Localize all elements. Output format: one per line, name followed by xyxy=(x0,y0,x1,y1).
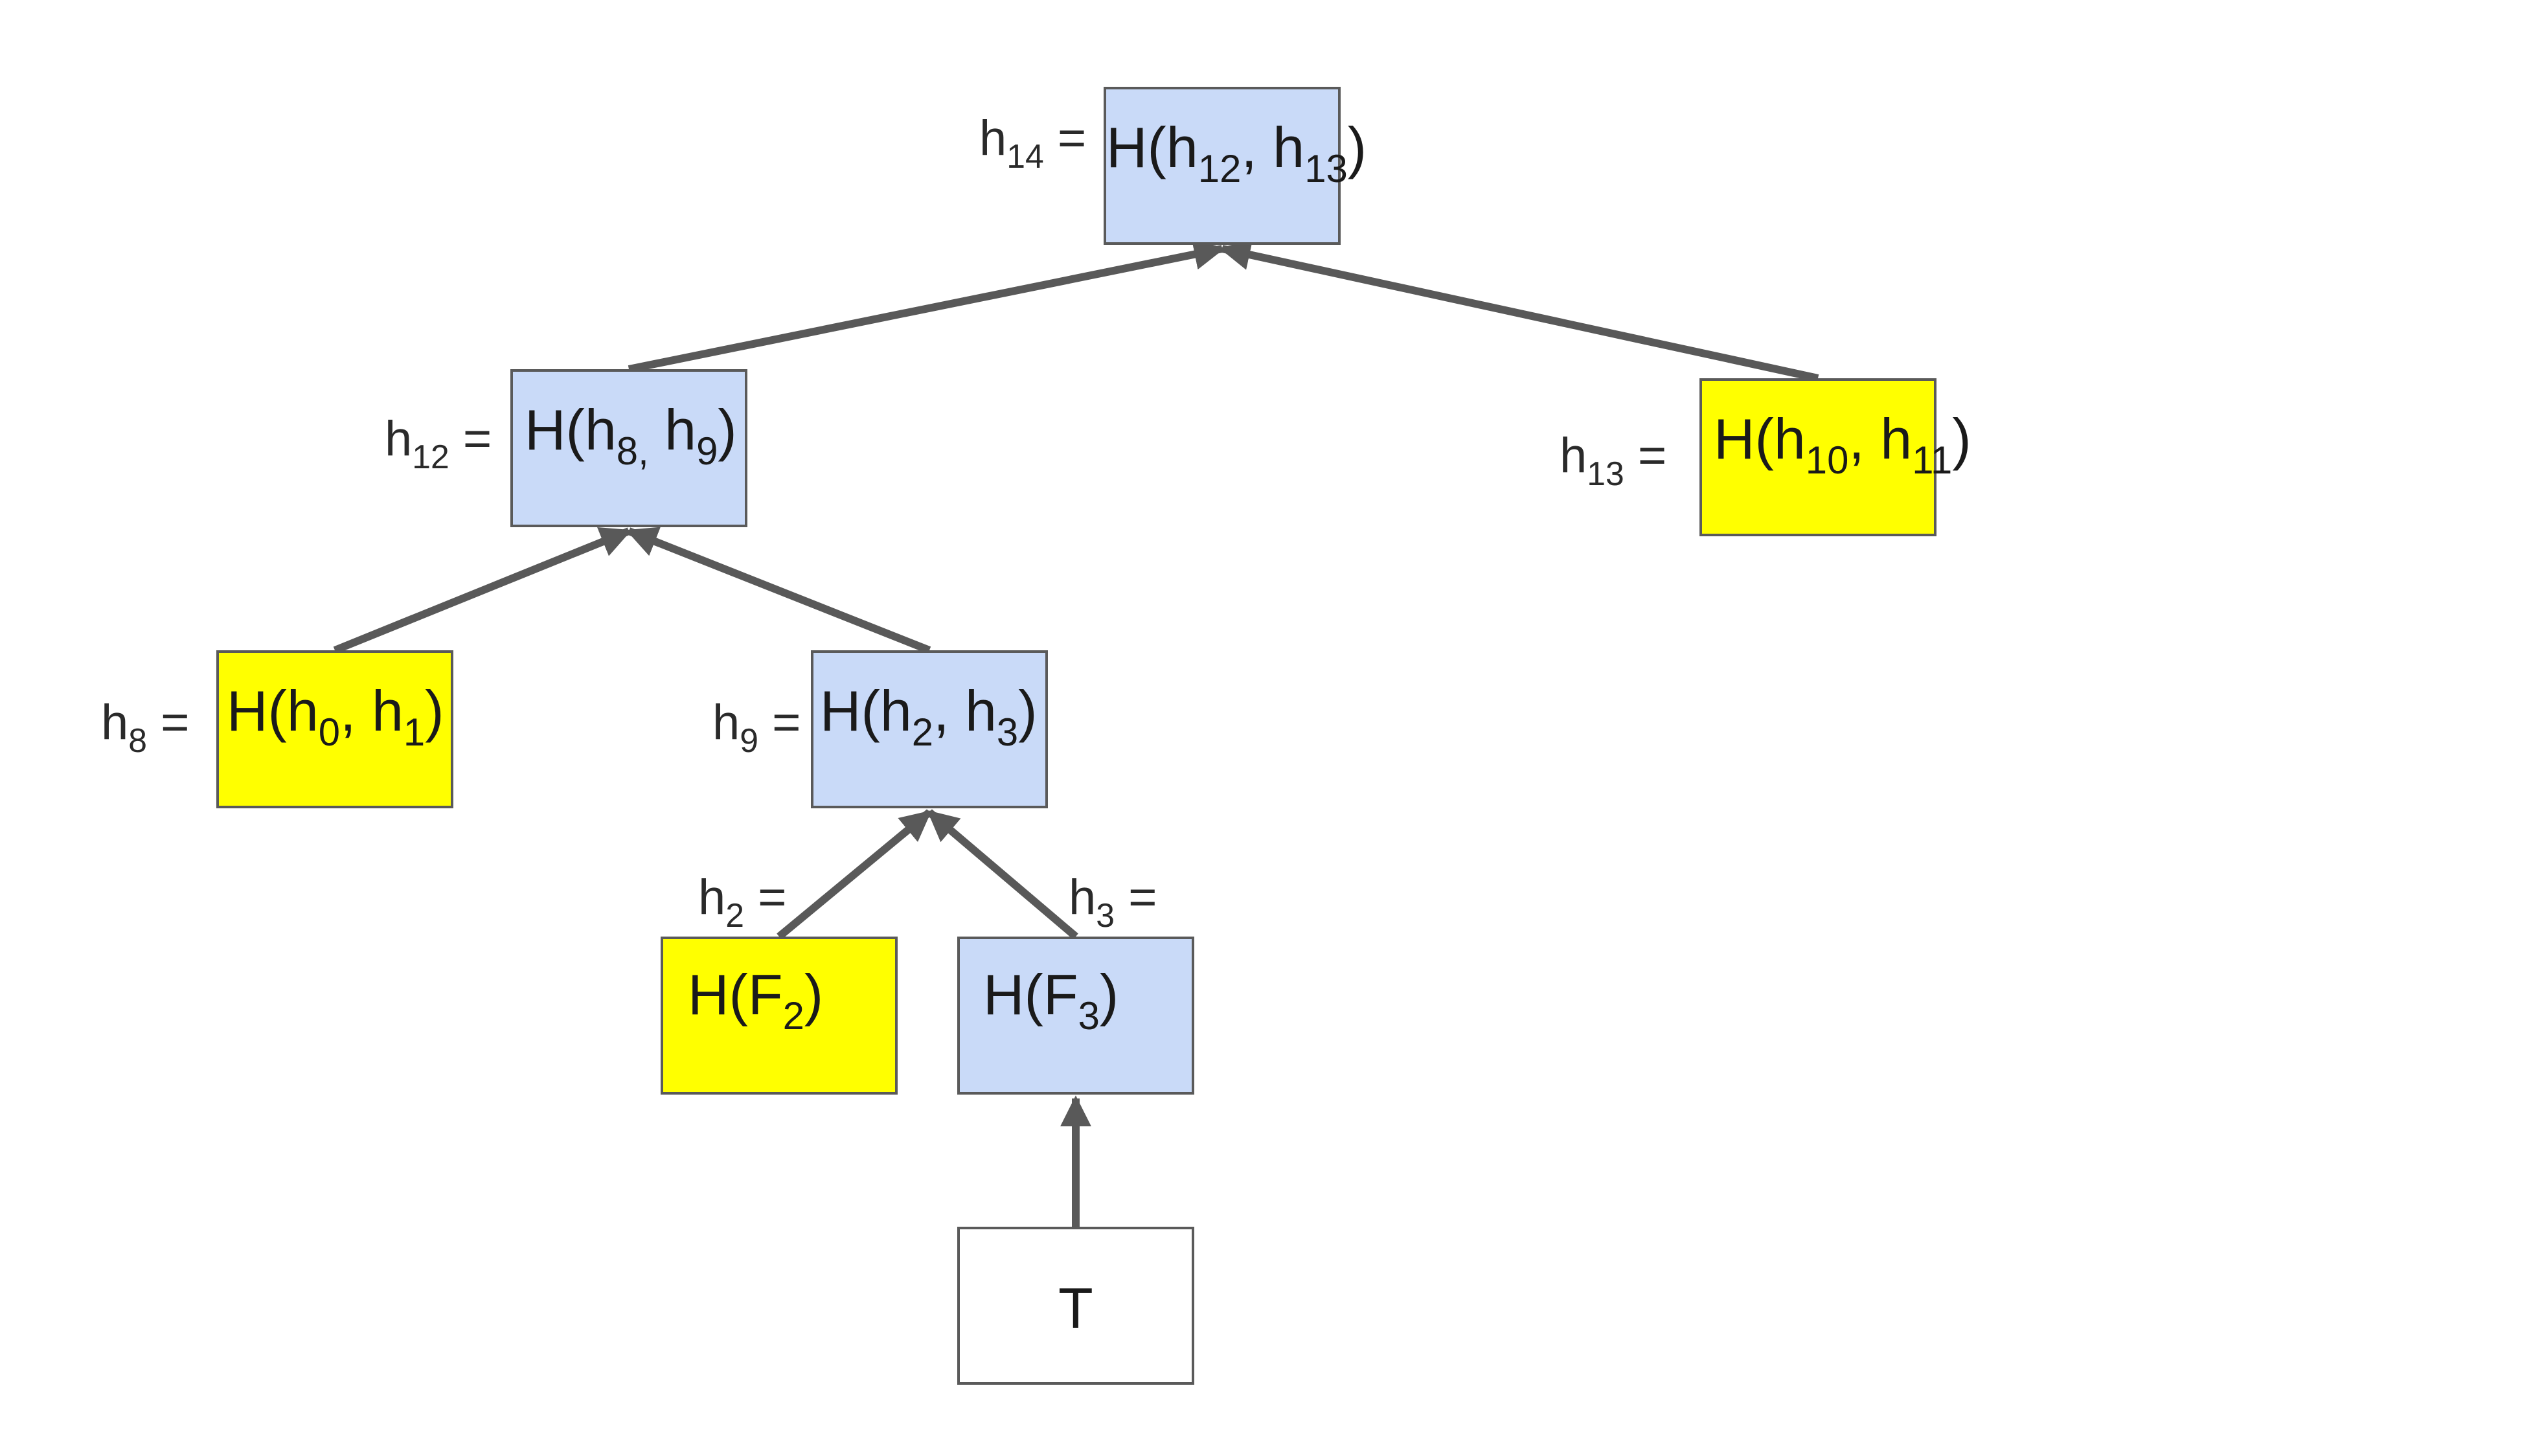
node-text-h14: H(h12, h13) xyxy=(1106,119,1367,188)
text-part: , h xyxy=(933,679,997,743)
label-symbol: h xyxy=(698,870,726,925)
edge-h12-to-h14 xyxy=(628,239,1225,373)
node-text-h8: H(h0, h1) xyxy=(227,683,444,752)
label-equals: = xyxy=(449,411,492,466)
node-text-h9: H(h2, h3) xyxy=(820,683,1038,752)
node-box-T: T xyxy=(957,1227,1194,1385)
text-part: , h xyxy=(1848,407,1913,471)
node-label-h9: h9 = xyxy=(712,695,801,757)
label-equals: = xyxy=(1115,870,1157,925)
text-part: h xyxy=(648,398,697,462)
text-subscript: 13 xyxy=(1304,146,1348,190)
label-subscript: 14 xyxy=(1006,137,1044,175)
text-subscript: 2 xyxy=(782,994,804,1038)
edge-h13-to-h14 xyxy=(1219,239,1819,382)
text-subscript: 12 xyxy=(1198,146,1242,190)
node-box-h9: H(h2, h3) xyxy=(811,650,1048,808)
text-part: ) xyxy=(1347,115,1367,179)
node-text-T: T xyxy=(1058,1280,1093,1337)
node-box-h12: H(h8, h9) xyxy=(510,369,747,527)
node-box-h8: H(h0, h1) xyxy=(216,650,453,808)
label-subscript: 13 xyxy=(1587,454,1624,492)
label-symbol: h xyxy=(385,411,413,466)
text-part: ) xyxy=(1952,407,1971,471)
text-subscript: 11 xyxy=(1912,438,1953,482)
node-label-h3: h3 = xyxy=(1069,870,1157,932)
text-subscript: 2 xyxy=(911,710,934,754)
node-box-h2: H(F2) xyxy=(661,937,898,1095)
text-part: H(h xyxy=(227,679,319,743)
text-subscript: 1 xyxy=(403,710,426,754)
edge-h8-to-h12 xyxy=(333,527,632,654)
label-symbol: h xyxy=(979,111,1007,166)
node-text-h12: H(h8, h9) xyxy=(525,402,737,471)
label-equals: = xyxy=(1043,111,1087,166)
node-box-h14: H(h12, h13) xyxy=(1104,87,1367,245)
label-equals: = xyxy=(147,695,190,750)
label-equals: = xyxy=(1624,428,1667,483)
text-part: , h xyxy=(1241,115,1305,179)
node-label-h14: h14 = xyxy=(979,111,1087,173)
label-subscript: 8 xyxy=(128,721,148,759)
label-symbol: h xyxy=(101,695,129,750)
node-label-h2: h2 = xyxy=(698,870,787,932)
label-subscript: 3 xyxy=(1096,896,1115,934)
node-label-h13: h13 = xyxy=(1560,428,1667,490)
node-box-h3: H(F3) xyxy=(957,937,1194,1095)
label-symbol: h xyxy=(712,695,740,750)
text-part: ) xyxy=(425,679,444,743)
text-subscript: 0 xyxy=(318,710,341,754)
label-subscript: 12 xyxy=(412,437,449,475)
text-part: H(h xyxy=(820,679,912,743)
label-subscript: 2 xyxy=(725,896,745,934)
node-text-h13: H(h10, h11) xyxy=(1714,411,1971,480)
label-symbol: h xyxy=(1069,870,1096,925)
edge-h9-to-h12 xyxy=(626,527,931,654)
text-part: ) xyxy=(1018,679,1038,743)
text-part: H(h xyxy=(1106,115,1198,179)
edge-h2-to-h9 xyxy=(777,809,932,940)
text-part: H(F xyxy=(983,962,1078,1027)
text-subscript: 10 xyxy=(1805,438,1849,482)
text-subscript: 8, xyxy=(616,429,649,473)
label-equals: = xyxy=(744,870,787,925)
node-box-h13: H(h10, h11) xyxy=(1699,378,1971,536)
label-symbol: h xyxy=(1560,428,1587,483)
text-part: , h xyxy=(340,679,403,743)
text-part: H(h xyxy=(525,398,617,462)
text-part: ) xyxy=(718,398,737,462)
text-subscript: 3 xyxy=(996,710,1019,754)
text-subscript: 3 xyxy=(1078,994,1100,1038)
label-equals: = xyxy=(758,695,801,750)
text-part: ) xyxy=(804,962,824,1027)
text-part: T xyxy=(1058,1276,1093,1340)
node-label-h8: h8 = xyxy=(101,695,190,757)
node-label-h12: h12 = xyxy=(385,415,492,473)
node-text-h3: H(F3) xyxy=(983,966,1119,1036)
text-part: H(F xyxy=(688,962,783,1027)
text-subscript: 9 xyxy=(696,429,718,473)
label-subscript: 9 xyxy=(740,721,759,759)
text-part: H(h xyxy=(1714,407,1806,471)
edge-h3-to-h9 xyxy=(927,809,1078,940)
text-part: ) xyxy=(1099,962,1119,1027)
node-text-h2: H(F2) xyxy=(688,966,823,1036)
